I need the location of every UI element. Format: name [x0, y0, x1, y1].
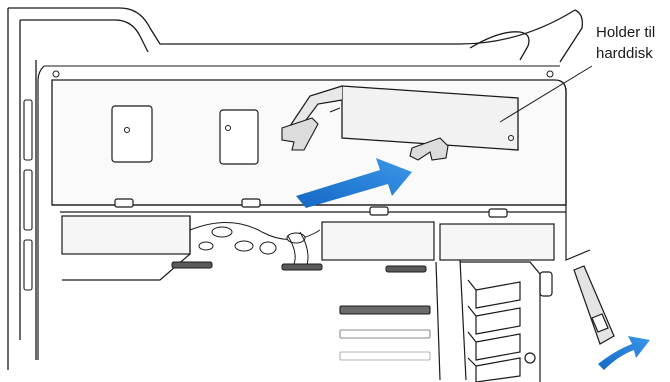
callout-label-line-2: harddisk [596, 45, 653, 62]
screw-hole [52, 70, 60, 78]
screw-hole [546, 70, 554, 78]
bay-cutout-1 [111, 105, 153, 163]
bay-rails [171, 261, 427, 273]
arrow-right-up-icon [296, 158, 412, 208]
callout-leader-line [499, 65, 593, 123]
pci-slots [339, 305, 431, 361]
drive-shelf [52, 198, 566, 218]
chassis-top [7, 7, 583, 370]
bay-cutout-2 [219, 109, 259, 165]
lower-drive-bays [61, 215, 555, 281]
pci-bracket-area [435, 259, 553, 382]
side-latch [37, 65, 615, 360]
left-side-vents [23, 99, 33, 291]
callout-label-line-1: Holder til [596, 24, 656, 41]
hard-drive-holder-callout: Holder til harddisk [596, 22, 655, 64]
curved-arrow-icon [598, 336, 650, 370]
hard-drive-carrier [281, 85, 519, 161]
